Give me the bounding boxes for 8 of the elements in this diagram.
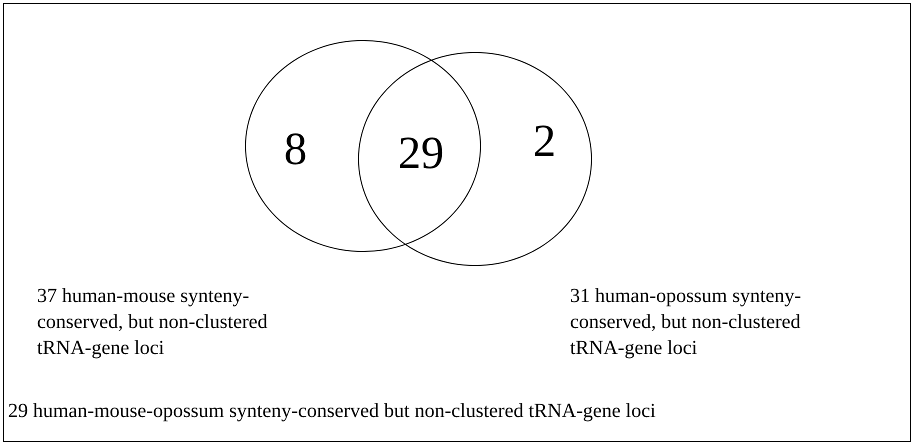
count-number: 2 (533, 118, 556, 164)
count-number: 8 (284, 126, 307, 172)
count-number: 29 (398, 130, 444, 176)
venn-ellipse (245, 40, 481, 252)
caption: 29 human-mouse-opossum synteny-conserved but non-clustered tRNA-gene loci (8, 399, 656, 424)
set-description: 37 human-mouse synteny-conserved, but non-clustered tRNA-gene loci (37, 284, 268, 361)
venn-ellipse (358, 52, 592, 266)
set-description: 31 human-opossum synteny-conserved, but non-clustered tRNA-gene loci (570, 284, 802, 361)
